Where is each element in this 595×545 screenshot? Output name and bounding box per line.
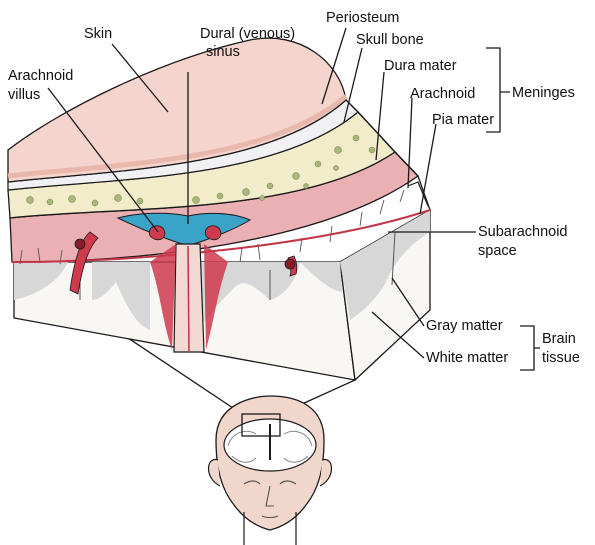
label-subarachnoid-1: Subarachnoid [478,224,568,240]
label-gray-matter: Gray matter [426,318,503,334]
label-brain-tissue-2: tissue [542,350,580,366]
label-dural-sinus-1: Dural (venous) [200,26,295,42]
label-periosteum: Periosteum [326,10,399,26]
vessel-right-lumen [285,259,295,269]
label-dural-sinus-2: sinus [206,44,240,60]
label-white-matter: White matter [426,350,508,366]
arachnoid-villus-right [205,226,221,240]
falx-midline [188,246,189,352]
vessel-left-lumen [75,239,85,249]
label-skull-bone: Skull bone [356,32,424,48]
label-skin: Skin [84,26,112,42]
label-arachnoid-villus-1: Arachnoid [8,68,73,84]
arachnoid-villus-left [149,226,165,240]
label-brain-tissue-1: Brain [542,331,576,347]
brain-tissue-bracket [520,326,540,370]
label-meninges: Meninges [512,85,575,101]
label-arachnoid: Arachnoid [410,86,475,102]
label-subarachnoid-2: space [478,243,517,259]
label-arachnoid-villus-2: villus [8,87,40,103]
label-dura-mater: Dura mater [384,58,457,74]
label-pia-mater: Pia mater [432,112,494,128]
leader-pia-mater [420,124,436,214]
